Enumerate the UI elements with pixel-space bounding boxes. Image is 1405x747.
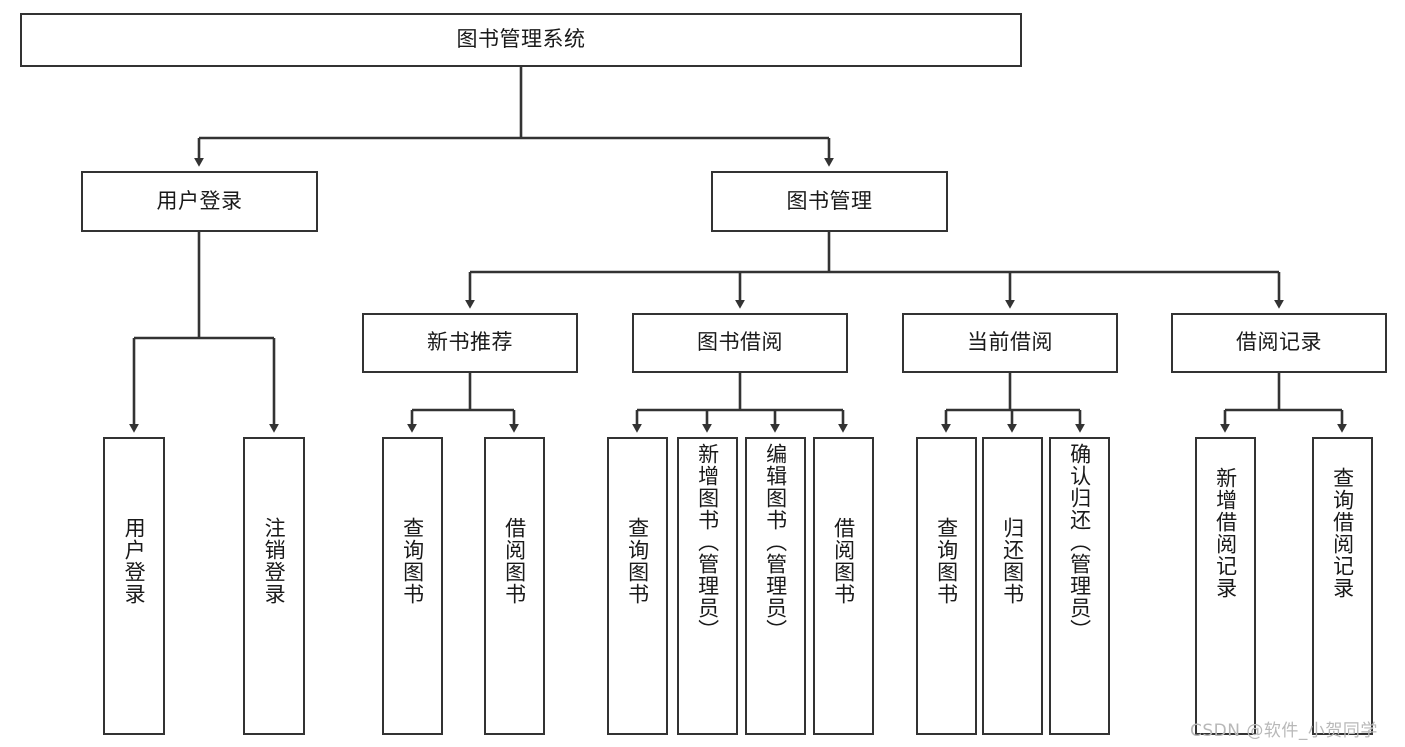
leaf-add-book[interactable]: 新增图书（管理员）: [677, 437, 738, 735]
leaf-logout[interactable]: 注销登录: [243, 437, 305, 735]
leaf-query-record[interactable]: 查询借阅记录: [1312, 437, 1373, 735]
leaf-borrow-book-2-label: 借阅图书: [831, 517, 856, 605]
leaf-add-book-label: 新增图书（管理员）: [695, 443, 720, 641]
leaf-edit-book[interactable]: 编辑图书（管理员）: [745, 437, 806, 735]
leaf-add-record-label: 新增借阅记录: [1213, 467, 1238, 599]
leaf-edit-book-label: 编辑图书（管理员）: [763, 443, 788, 641]
node-borrow-record-label: 借阅记录: [1236, 330, 1322, 355]
csdn-watermark: CSDN @软件_小贺同学: [1190, 721, 1378, 741]
leaf-query-book-1[interactable]: 查询图书: [382, 437, 443, 735]
leaf-confirm-return-label: 确认归还（管理员）: [1067, 443, 1092, 641]
node-current-borrow[interactable]: 当前借阅: [902, 313, 1118, 373]
node-book-management-label: 图书管理: [786, 188, 873, 213]
leaf-user-login[interactable]: 用户登录: [103, 437, 165, 735]
leaf-query-book-2[interactable]: 查询图书: [607, 437, 668, 735]
node-user-login-label: 用户登录: [156, 188, 243, 213]
node-root-label: 图书管理系统: [456, 27, 586, 52]
leaf-query-book-1-label: 查询图书: [400, 517, 425, 605]
leaf-logout-label: 注销登录: [262, 517, 287, 605]
leaf-borrow-book-1[interactable]: 借阅图书: [484, 437, 545, 735]
node-current-borrow-label: 当前借阅: [967, 330, 1053, 355]
leaf-return-book[interactable]: 归还图书: [982, 437, 1043, 735]
leaf-query-record-label: 查询借阅记录: [1330, 467, 1355, 599]
node-book-management[interactable]: 图书管理: [711, 171, 948, 232]
node-book-borrow[interactable]: 图书借阅: [632, 313, 848, 373]
node-borrow-record[interactable]: 借阅记录: [1171, 313, 1387, 373]
node-book-borrow-label: 图书借阅: [697, 330, 783, 355]
node-user-login[interactable]: 用户登录: [81, 171, 318, 232]
leaf-borrow-book-1-label: 借阅图书: [502, 517, 527, 605]
node-new-book-recommend-label: 新书推荐: [427, 330, 513, 355]
node-root[interactable]: 图书管理系统: [20, 13, 1022, 67]
leaf-confirm-return[interactable]: 确认归还（管理员）: [1049, 437, 1110, 735]
leaf-return-book-label: 归还图书: [1000, 517, 1025, 605]
leaf-add-record[interactable]: 新增借阅记录: [1195, 437, 1256, 735]
node-new-book-recommend[interactable]: 新书推荐: [362, 313, 578, 373]
leaf-borrow-book-2[interactable]: 借阅图书: [813, 437, 874, 735]
leaf-query-book-3-label: 查询图书: [934, 517, 959, 605]
leaf-query-book-3[interactable]: 查询图书: [916, 437, 977, 735]
leaf-user-login-label: 用户登录: [122, 517, 147, 605]
leaf-query-book-2-label: 查询图书: [625, 517, 650, 605]
